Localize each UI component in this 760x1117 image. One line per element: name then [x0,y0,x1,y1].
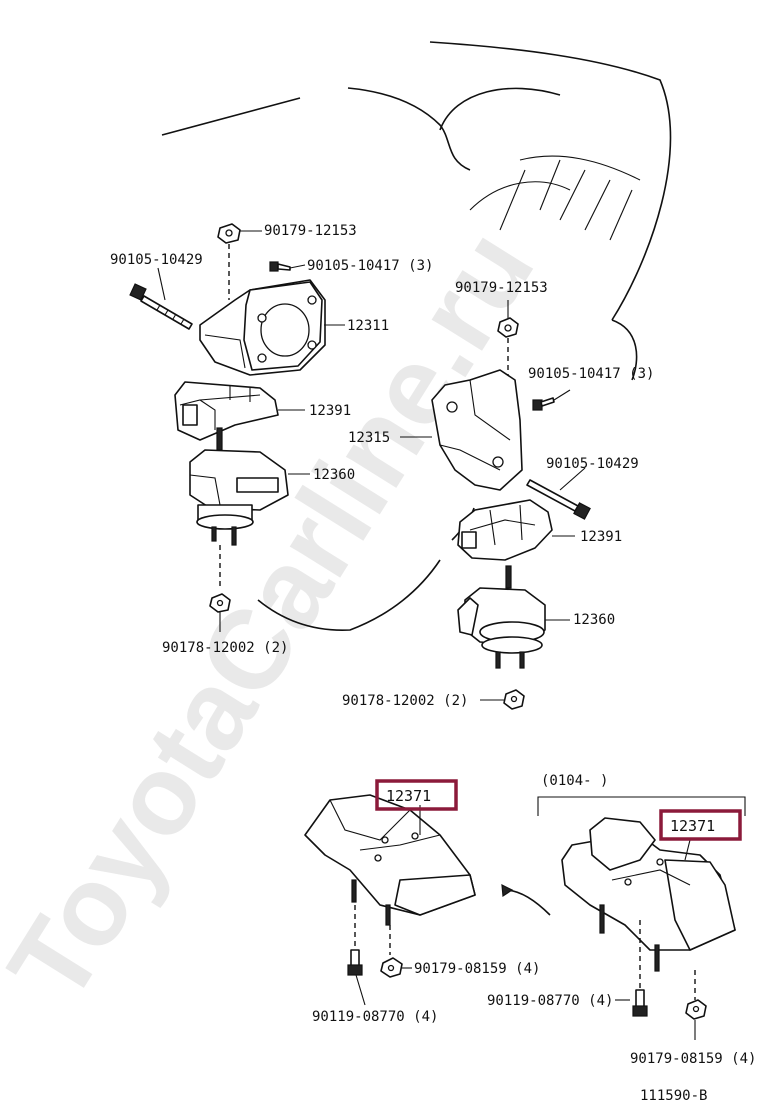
nut-icon [685,999,707,1020]
label-90179-08159-left[interactable]: 90179-08159 (4) [414,961,540,977]
nut-icon [209,593,231,613]
arrow-head-icon [501,883,514,898]
label-90105-10429-left[interactable]: 90105-10429 [110,252,203,268]
label-90119-08770-left[interactable]: 90119-08770 (4) [312,1009,438,1025]
long-bolt-icon [129,283,193,330]
nut-icon [497,317,519,338]
rear-mount-12371-left [304,794,551,1006]
label-12371-right[interactable]: 12371 [670,817,715,835]
bolt-icon [347,949,363,976]
nut-icon [217,223,241,244]
engine-mount-12360-right [457,565,546,669]
label-90105-10429-right[interactable]: 90105-10429 [546,456,639,472]
bolt-icon [532,397,555,411]
right-mount-assembly [400,300,591,710]
date-range: (0104- ) [541,773,608,789]
label-12311[interactable]: 12311 [347,318,389,334]
left-mount-assembly [129,223,345,632]
label-90179-08159-right[interactable]: 90179-08159 (4) [630,1051,756,1067]
label-90179-12153-right[interactable]: 90179-12153 [455,280,548,296]
highlight-box-12371-right [659,809,742,841]
bracket-12391-left [174,381,279,441]
label-90179-12153-left[interactable]: 90179-12153 [264,223,357,239]
label-12391-left[interactable]: 12391 [309,403,351,419]
nut-icon [503,689,525,710]
arrow-icon [504,889,551,916]
label-12315[interactable]: 12315 [348,430,390,446]
label-90178-12002-left[interactable]: 90178-12002 (2) [162,640,288,656]
long-bolt-icon [526,479,591,520]
highlight-box-12371-left [375,779,458,811]
figure-id: 111590-B [640,1088,707,1104]
label-12391-right[interactable]: 12391 [580,529,622,545]
label-90105-10417-right[interactable]: 90105-10417 (3) [528,366,654,382]
label-12371-left[interactable]: 12371 [386,787,431,805]
label-12360-right[interactable]: 12360 [573,612,615,628]
bolt-icon [632,989,648,1017]
label-90119-08770-right[interactable]: 90119-08770 (4) [487,993,613,1009]
label-90105-10417-left[interactable]: 90105-10417 (3) [307,258,433,274]
label-90178-12002-right[interactable]: 90178-12002 (2) [342,693,468,709]
engine-mount-12360-left [189,427,289,546]
rear-mount-12371-right [537,796,746,1040]
engine-outline [161,41,672,631]
bolt-icon [269,261,291,272]
label-12360-left[interactable]: 12360 [313,467,355,483]
bracket-12311 [199,279,326,376]
bracket-12315 [431,369,523,491]
bracket-12391-right [457,499,553,561]
nut-icon [380,957,403,978]
